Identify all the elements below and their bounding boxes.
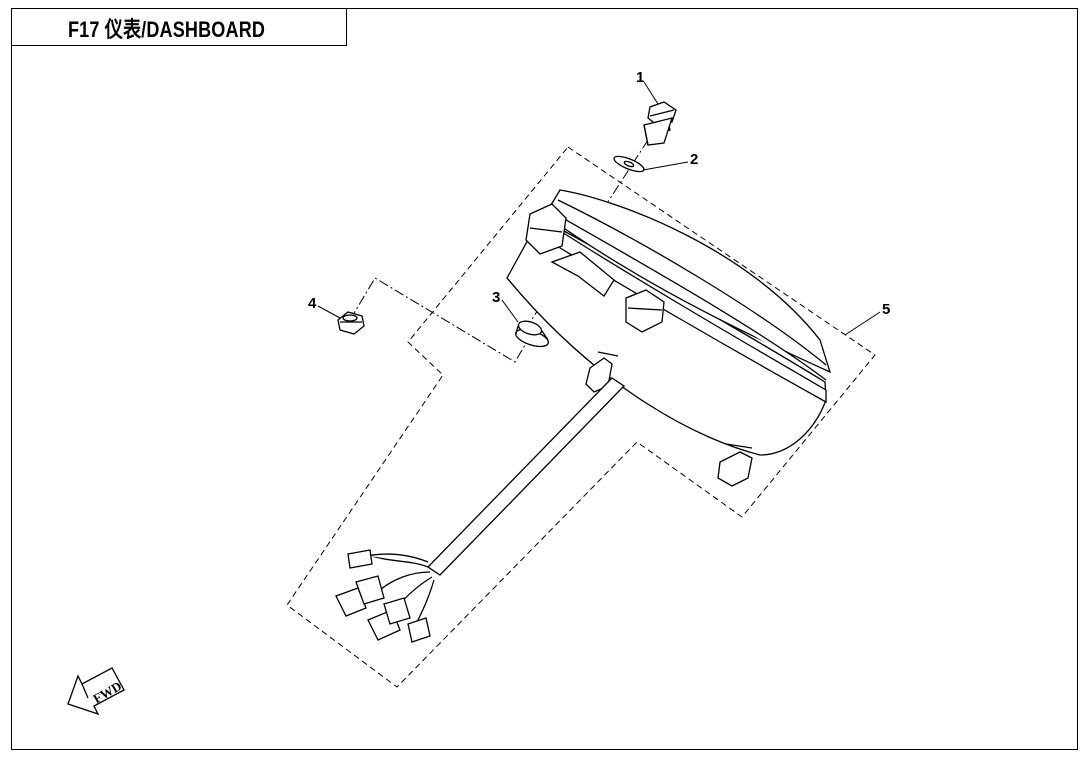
page-title: F17 仪表/DASHBOARD: [68, 17, 266, 42]
assembly-boundary: [286, 146, 876, 688]
drawing-frame: [11, 8, 1078, 750]
part-5-dashboard: [506, 189, 832, 487]
callout-2: 2: [690, 151, 698, 168]
part-3-grommet: [515, 320, 549, 348]
callout-1: 1: [636, 69, 644, 86]
part-4-nut: [337, 311, 365, 335]
callout-5: 5: [882, 301, 890, 318]
title-block: [11, 8, 347, 46]
fwd-arrow-icon: [67, 667, 125, 716]
part-2-washer: [613, 155, 645, 173]
leader-lines: [317, 81, 881, 336]
callout-4: 4: [308, 295, 317, 312]
part-1-bolt: [643, 101, 677, 146]
axis-line-nut: [349, 277, 526, 363]
wiring-harness: [335, 377, 626, 643]
callout-3: 3: [492, 289, 500, 306]
